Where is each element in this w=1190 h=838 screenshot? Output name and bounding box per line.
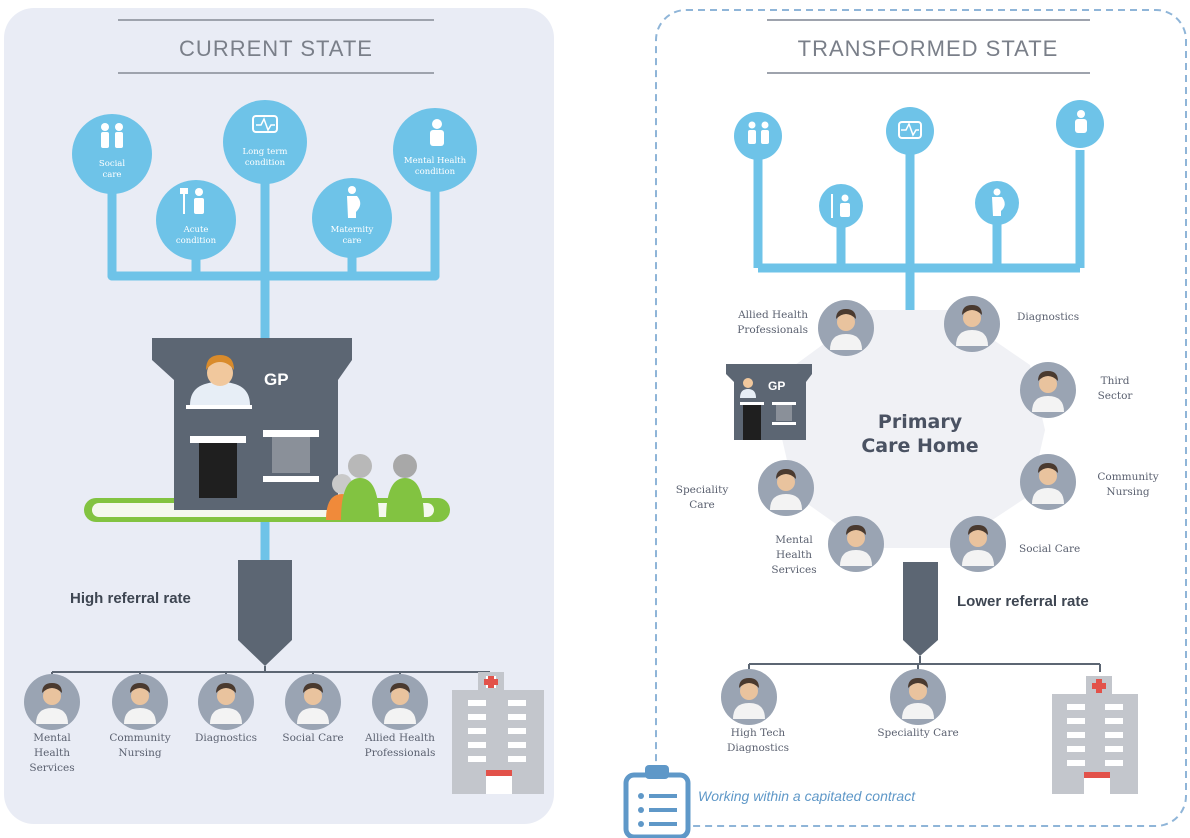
iv-drip-patient-icon (180, 188, 204, 214)
svg-text:Professionals: Professionals (365, 747, 436, 759)
svg-text:Diagnostics: Diagnostics (727, 742, 789, 754)
service-allied-health-current: Allied Health Professionals (364, 674, 435, 759)
svg-text:Professionals: Professionals (737, 324, 808, 336)
doctor-avatar (190, 355, 250, 405)
service-community-nursing-current: Community Nursing (109, 674, 171, 759)
gp-label-transformed: GP (768, 379, 785, 393)
svg-text:Social Care: Social Care (282, 732, 343, 744)
heart-monitor-icon (252, 115, 278, 133)
svg-text:Third: Third (1101, 375, 1130, 387)
hub-title-line1: Primary (878, 411, 963, 433)
need-circle-social-care: Social care (72, 114, 152, 194)
svg-text:Diagnostics: Diagnostics (1017, 311, 1079, 323)
svg-text:Allied Health: Allied Health (737, 309, 808, 321)
svg-text:condition: condition (176, 236, 217, 246)
hospital-building-current (452, 672, 544, 794)
svg-text:Health: Health (34, 747, 70, 759)
gp-building-current: GP (152, 338, 352, 508)
svg-text:Speciality Care: Speciality Care (877, 727, 958, 739)
svg-text:Speciality: Speciality (676, 484, 729, 496)
referral-funnel-current (238, 560, 292, 666)
need-label-mental-health: Mental Health (404, 156, 467, 166)
svg-text:care: care (103, 170, 122, 180)
ring-allied-health: Allied Health Professionals (737, 300, 874, 356)
ring-diagnostics: Diagnostics (944, 296, 1079, 352)
need-label-social-care: Social (99, 159, 125, 169)
primary-care-home-hub: Primary Care Home (780, 310, 1045, 548)
service-social-care-current: Social Care (282, 674, 344, 744)
service-distribution-line-transformed (748, 656, 1101, 672)
need-circle-acute-condition: Acute condition (156, 180, 236, 260)
svg-text:care: care (343, 236, 362, 246)
svg-text:Nursing: Nursing (1106, 486, 1149, 498)
referral-funnel-transformed (903, 562, 938, 656)
service-speciality-care-transformed: Speciality Care (877, 669, 959, 739)
svg-text:Allied Health: Allied Health (364, 732, 435, 744)
service-mental-health-current: Mental Health Services (24, 674, 80, 774)
current-state-panel: CURRENT STATE Social care (4, 8, 554, 824)
svg-text:Health: Health (776, 549, 812, 561)
svg-text:High Tech: High Tech (731, 727, 786, 739)
current-state-title: CURRENT STATE (179, 36, 373, 61)
svg-text:Care: Care (689, 499, 715, 511)
mental-health-person-icon (430, 119, 444, 146)
ring-third-sector: Third Sector (1020, 362, 1133, 418)
need-circle-long-term-condition: Long term condition (223, 100, 307, 184)
hub-title-line2: Care Home (861, 435, 978, 457)
ring-speciality-care: Speciality Care (676, 460, 814, 516)
heart-monitor-icon (898, 121, 922, 139)
svg-text:condition: condition (415, 167, 456, 177)
need-label-acute-condition: Acute (183, 225, 209, 235)
need-label-maternity-care: Maternity (331, 225, 374, 235)
transformed-needs-tree (753, 150, 1085, 312)
need-circle-maternity-care: Maternity care (312, 178, 392, 258)
svg-text:Community: Community (1097, 471, 1158, 483)
contract-label: Working within a capitated contract (698, 788, 916, 804)
need-circle-mental-health: Mental Health condition (393, 108, 477, 192)
need-label-long-term-condition: Long term (243, 147, 288, 157)
svg-text:Services: Services (771, 564, 816, 576)
service-high-tech-diagnostics: High Tech Diagnostics (721, 669, 789, 754)
pregnant-woman-icon (992, 188, 1005, 216)
svg-text:Social Care: Social Care (1019, 543, 1080, 555)
transformed-need-icons (734, 100, 1104, 228)
iv-drip-patient-icon (831, 194, 850, 218)
ring-community-nursing: Community Nursing (1020, 454, 1159, 510)
people-icon (748, 121, 769, 144)
gp-building-transformed: GP (726, 364, 812, 440)
svg-text:Mental: Mental (33, 732, 71, 744)
svg-text:Services: Services (29, 762, 74, 774)
svg-text:Diagnostics: Diagnostics (195, 732, 257, 744)
svg-text:Nursing: Nursing (118, 747, 161, 759)
people-icon (101, 123, 123, 148)
high-referral-label: High referral rate (70, 590, 191, 607)
ring-social-care: Social Care (950, 516, 1080, 572)
transformed-state-panel: TRANSFORMED STATE (623, 9, 1187, 838)
svg-text:Community: Community (109, 732, 170, 744)
svg-text:condition: condition (245, 158, 286, 168)
lower-referral-label: Lower referral rate (957, 593, 1089, 610)
service-diagnostics-current: Diagnostics (195, 674, 257, 744)
transformed-state-title: TRANSFORMED STATE (798, 36, 1059, 61)
clipboard-icon (623, 765, 691, 838)
hospital-building-transformed (1052, 676, 1138, 794)
pregnant-woman-icon (347, 186, 361, 218)
svg-text:Mental: Mental (775, 534, 813, 546)
mental-health-person-icon (1075, 110, 1087, 133)
svg-text:Sector: Sector (1098, 390, 1134, 402)
gp-label-current: GP (264, 370, 289, 389)
patients-group (326, 454, 424, 520)
ring-mental-health: Mental Health Services (771, 516, 884, 576)
